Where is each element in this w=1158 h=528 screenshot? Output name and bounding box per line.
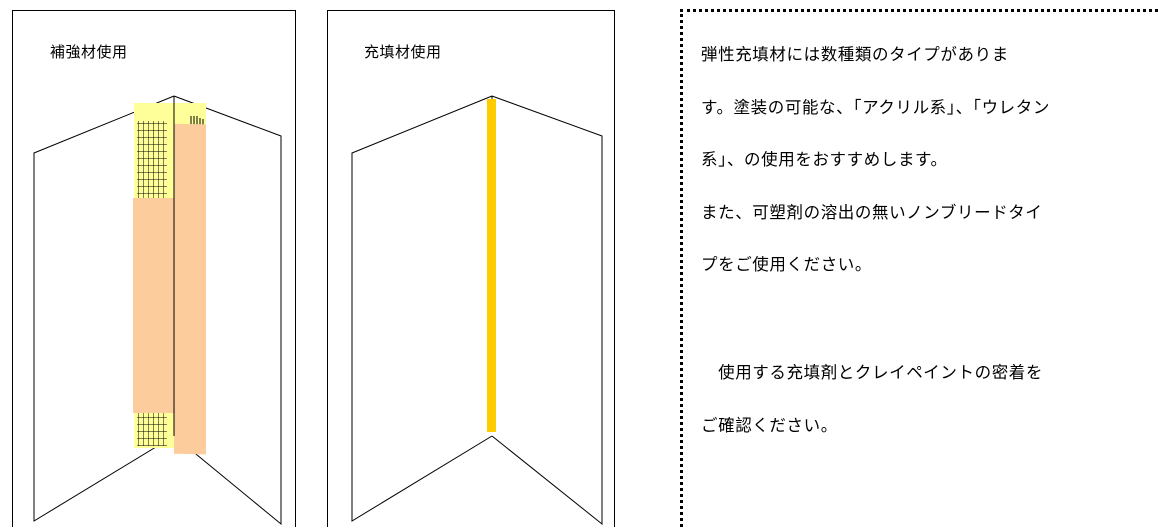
corner-right-wall [491, 95, 603, 526]
sealant-panel: 充填材使用 [327, 10, 615, 527]
reinforcement-panel: 補強材使用 [12, 10, 296, 527]
reinforcement-corner-diagram [33, 95, 282, 526]
sealant-corner-diagram [351, 95, 603, 526]
corner-right-wall [173, 95, 282, 526]
tape-left [133, 198, 174, 413]
sealant-bead [487, 99, 496, 432]
mesh-grid-left [137, 121, 167, 201]
note-line: また、可塑剤の溶出の無いノンブリードタイ [701, 203, 1043, 222]
panel-title-reinforcement: 補強材使用 [50, 43, 128, 61]
note-line: プをご使用ください。 [701, 255, 872, 274]
panel-title-sealant: 充填材使用 [364, 43, 442, 61]
note-line: 使用する充填剤とクレイペイントの密着を [701, 363, 1043, 382]
corner-left-wall [351, 95, 493, 522]
corner-left-wall [33, 95, 175, 522]
note-line: 弾性充填材には数種類のタイプがありま [701, 45, 1009, 64]
mesh-grid-right [189, 116, 205, 130]
note-line: 系」、の使用をおすすめします。 [701, 150, 948, 169]
note-line: す。塗装の可能な、「アクリル系」、「ウレタン [701, 98, 1050, 117]
tape-right [174, 123, 206, 455]
note-line: ご確認ください。 [701, 416, 838, 435]
note-box: 弾性充填材には数種類のタイプがありま す。塗装の可能な、「アクリル系」、「ウレタ… [680, 9, 1158, 527]
